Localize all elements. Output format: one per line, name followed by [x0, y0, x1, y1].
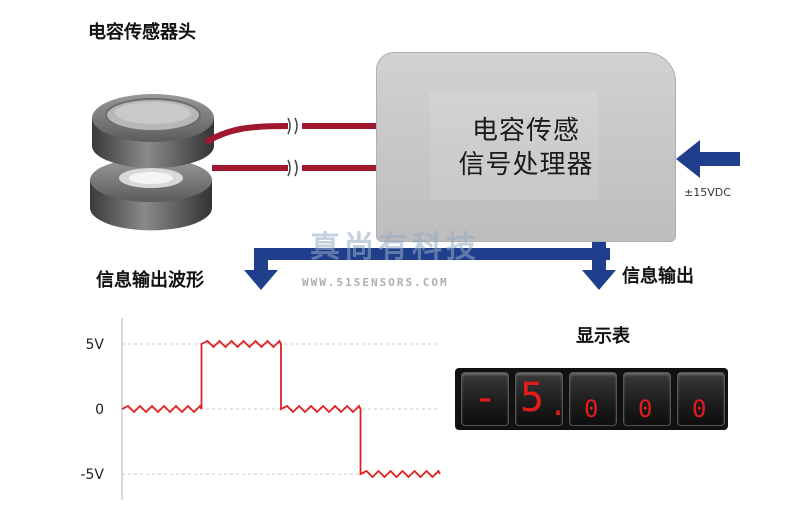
- display-meter-label: 显示表: [576, 326, 630, 347]
- processor-label-line1: 电容传感: [471, 116, 580, 146]
- waveform-chart: 5V 0 -5V: [80, 318, 441, 500]
- info-output-label: 信息输出: [622, 266, 694, 287]
- output-arrows: [244, 240, 616, 290]
- waveform-output-label: 信息输出波形: [96, 270, 204, 291]
- display-digit-4: 0: [623, 372, 671, 426]
- display-digit-3: 0: [569, 372, 617, 426]
- waveform-series-line: [121, 339, 441, 479]
- processor-label-line2: 信号处理器: [458, 150, 594, 180]
- sensor-head-label: 电容传感器头: [88, 22, 196, 43]
- display-digit-1: -: [461, 372, 509, 426]
- power-arrow: [676, 140, 740, 178]
- watermark-url: WWW.51SENSORS.COM: [302, 276, 449, 289]
- sensor-head: [90, 94, 214, 231]
- sensor-cables: [204, 123, 378, 172]
- y-tick-label: -5V: [80, 467, 104, 483]
- display-digit-2: 5 .: [515, 372, 567, 426]
- signal-processor-box: 电容传感 信号处理器: [376, 52, 676, 242]
- y-tick-label: 5V: [86, 337, 105, 353]
- display-digit-5: 0: [677, 372, 725, 426]
- cable-break-marks: [287, 117, 298, 177]
- power-supply-label: ±15VDC: [684, 186, 731, 199]
- watermark-text: 真尚有科技: [310, 230, 480, 265]
- digital-display: - 5 . 0 0 0: [455, 368, 728, 430]
- y-tick-label: 0: [95, 402, 104, 418]
- display-decimal-point: .: [549, 388, 568, 423]
